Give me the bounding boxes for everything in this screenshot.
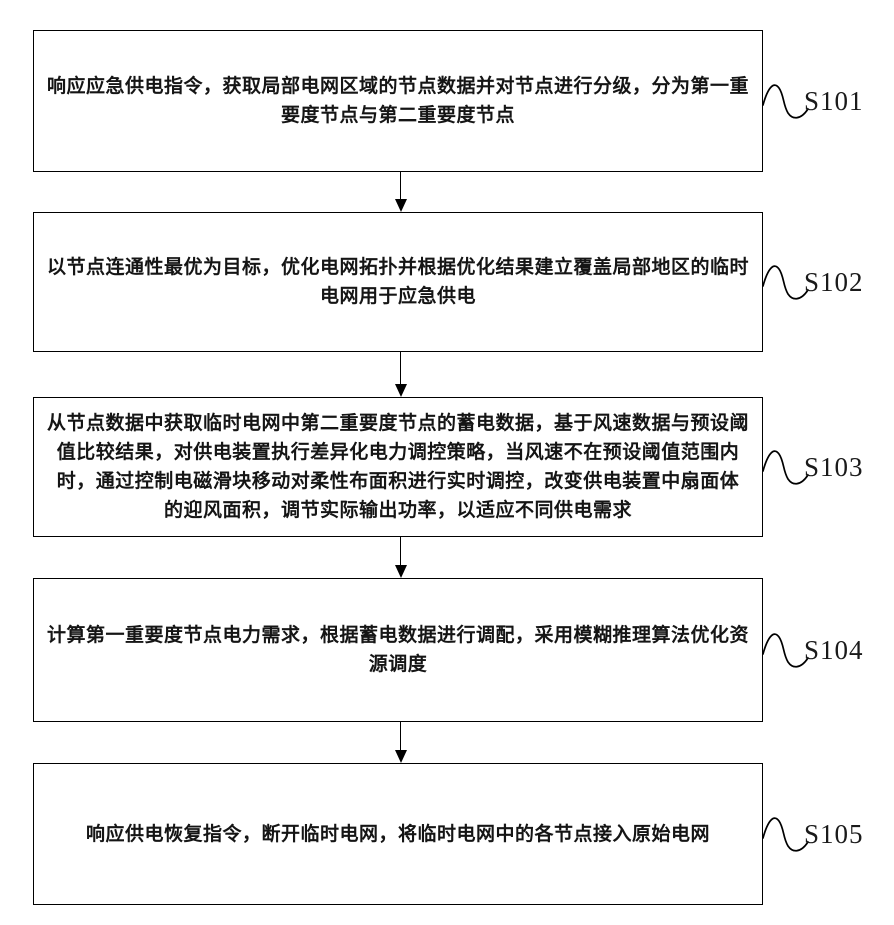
squiggle-connector-icon xyxy=(762,265,809,300)
down-arrow-icon xyxy=(394,722,407,763)
step-ref-s103: S103 xyxy=(762,443,864,491)
step-ref-s101: S101 xyxy=(762,77,864,125)
step-box-s102: 以节点连通性最优为目标，优化电网拓扑并根据优化结果建立覆盖局部地区的临时 电网用… xyxy=(33,212,763,352)
down-arrow-icon xyxy=(394,172,407,212)
step-box-s105: 响应供电恢复指令，断开临时电网，将临时电网中的各节点接入原始电网 xyxy=(33,763,763,905)
step-ref-s102: S102 xyxy=(762,258,864,306)
squiggle-connector-icon xyxy=(762,817,809,852)
step-box-s103: 从节点数据中获取临时电网中第二重要度节点的蓄电数据，基于风速数据与预设阈 值比较… xyxy=(33,397,763,537)
squiggle-connector-icon xyxy=(762,633,809,668)
squiggle-connector-icon xyxy=(762,84,809,119)
step-ref-s104: S104 xyxy=(762,626,864,674)
step-label-s104: S104 xyxy=(804,634,864,665)
step-ref-s105: S105 xyxy=(762,810,864,858)
squiggle-connector-icon xyxy=(762,450,809,485)
step-text-s103: 从节点数据中获取临时电网中第二重要度节点的蓄电数据，基于风速数据与预设阈 值比较… xyxy=(46,413,749,521)
down-arrow-icon xyxy=(394,352,407,397)
step-label-s105: S105 xyxy=(804,818,864,849)
step-box-s104: 计算第一重要度节点电力需求，根据蓄电数据进行调配，采用模糊推理算法优化资 源调度 xyxy=(33,578,763,722)
step-label-s103: S103 xyxy=(804,451,864,482)
step-box-s101: 响应应急供电指令，获取局部电网区域的节点数据并对节点进行分级，分为第一重 要度节… xyxy=(33,30,763,172)
step-label-s101: S101 xyxy=(804,85,864,116)
step-text-s101: 响应应急供电指令，获取局部电网区域的节点数据并对节点进行分级，分为第一重 要度节… xyxy=(46,76,749,126)
step-text-s104: 计算第一重要度节点电力需求，根据蓄电数据进行调配，采用模糊推理算法优化资 源调度 xyxy=(46,625,749,675)
step-text-s102: 以节点连通性最优为目标，优化电网拓扑并根据优化结果建立覆盖局部地区的临时 电网用… xyxy=(46,257,749,307)
step-text-s105: 响应供电恢复指令，断开临时电网，将临时电网中的各节点接入原始电网 xyxy=(85,823,710,845)
step-label-s102: S102 xyxy=(804,266,864,297)
down-arrow-icon xyxy=(394,537,407,578)
